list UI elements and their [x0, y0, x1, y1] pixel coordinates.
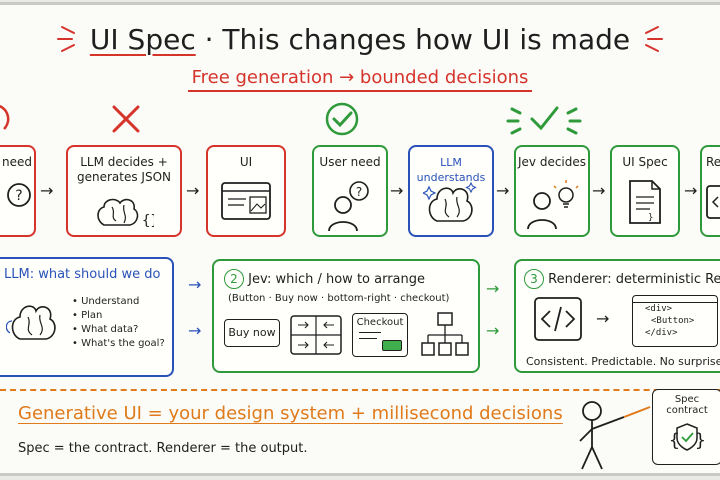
panel-renderer-tagline: Consistent. Predictable. No surprises.	[526, 355, 720, 368]
status-marks	[0, 102, 582, 136]
x-mark-icon	[112, 105, 140, 133]
step-need-label: need	[2, 155, 32, 169]
spec-contract-note: Spec contract { }	[652, 389, 720, 465]
step-llm-understands: LLM understands	[408, 145, 494, 237]
svg-text:?: ?	[15, 188, 22, 204]
step-llm-understands-label: LLM understands	[416, 156, 486, 184]
bottom-tagline: Spec = the contract. Renderer = the outp…	[18, 441, 308, 456]
step-number-badge: 3	[524, 269, 544, 289]
svg-text:?: ?	[356, 185, 362, 199]
step-user-need: User need ?	[312, 145, 388, 237]
check-mark-highlight-icon	[506, 106, 582, 135]
checkout-label: Checkout	[356, 317, 404, 328]
step-number-badge: 2	[224, 269, 244, 289]
line-placeholder	[359, 332, 381, 333]
code-window-icon	[534, 297, 582, 341]
step-ui-label: UI	[239, 155, 253, 169]
code-line: </div>	[645, 328, 678, 338]
panel-renderer-header: 3 Renderer: deterministic React/H	[524, 269, 720, 289]
checkout-card: Checkout	[352, 313, 408, 357]
bullet-item: Understand	[72, 295, 165, 309]
arrow: →	[496, 181, 510, 200]
arrow: →	[186, 181, 200, 200]
bottom-headline: Generative UI = your design system + mil…	[18, 403, 563, 424]
panel-llm-bullets: Understand Plan What data? What's the go…	[72, 295, 165, 351]
buy-now-button: Buy now	[224, 319, 280, 347]
document-icon: }	[629, 180, 661, 224]
window-titlebar	[633, 296, 717, 303]
step-jev-decides: Jev decides	[514, 145, 590, 237]
question-bubble-icon: ?	[7, 183, 31, 207]
page-title: UI Spec · This changes how UI is made	[89, 23, 631, 56]
partial-red-circle	[0, 104, 10, 130]
panel-renderer-title: Renderer: deterministic React/H	[548, 272, 720, 287]
subtitle-text: Free generation → bounded decisions	[187, 67, 533, 92]
title-ui-spec: UI Spec	[89, 23, 196, 56]
panel-jev: 2 Jev: which / how to arrange (Button · …	[212, 259, 480, 373]
panel-renderer: 3 Renderer: deterministic React/H → <div…	[514, 259, 720, 373]
check-mark-icon	[325, 102, 359, 136]
title-rest: This changes how UI is made	[222, 23, 631, 56]
step-need: need ?	[0, 145, 36, 237]
window-icon	[706, 185, 720, 219]
bullet-item: Plan	[72, 309, 165, 323]
svg-text:{: {	[669, 430, 680, 451]
browser-window-icon	[221, 182, 271, 220]
step-llm-decides: LLM decides + generates JSON {}	[66, 145, 182, 237]
code-line: <Button>	[651, 316, 695, 326]
title-accent-rays	[57, 26, 663, 52]
brain-json-icon: {}	[97, 198, 154, 229]
panel-jev-title: Jev: which / how to arrange	[248, 272, 426, 287]
step-ui: UI	[206, 145, 286, 237]
render-output-window: <div> <Button> </div>	[632, 295, 718, 347]
arrow: →	[390, 181, 404, 200]
svg-text:{}: {}	[142, 213, 154, 229]
panel-llm: LLM: what should we do Understand Plan W…	[0, 257, 174, 377]
arrow: →	[40, 181, 54, 200]
svg-text:}: }	[695, 430, 705, 451]
code-line: <div>	[645, 304, 673, 314]
panel-jev-header: 2 Jev: which / how to arrange	[224, 269, 425, 289]
divider-dashed	[0, 389, 720, 391]
step-renderer-partial: Re	[700, 145, 720, 237]
shield-check-icon: { }	[669, 423, 706, 451]
step-renderer-label: Re	[706, 155, 720, 169]
brain-icon	[423, 181, 477, 222]
spec-contract-label: Spec contract	[666, 394, 708, 416]
svg-text:}: }	[648, 213, 653, 223]
tree-layout-icon	[421, 312, 469, 356]
subtitle: Free generation → bounded decisions	[0, 67, 720, 92]
arrow: →	[596, 309, 610, 328]
bullet-item: What data?	[72, 323, 165, 337]
arrow-blue: →	[188, 321, 202, 340]
step-user-need-label: User need	[319, 155, 381, 169]
step-ui-spec-label: UI Spec	[622, 155, 668, 169]
stick-figure-presenter	[579, 401, 651, 470]
arrow-green: →	[486, 321, 500, 340]
panel-jev-sub: (Button · Buy now · bottom-right · check…	[228, 293, 450, 304]
step-ui-spec: UI Spec }	[610, 145, 680, 237]
brain-icon	[6, 305, 56, 340]
panel-llm-header: LLM: what should we do	[4, 267, 161, 282]
bullet-item: What's the goal?	[72, 337, 165, 351]
step-llm-decides-label: LLM decides + generates JSON	[76, 155, 171, 184]
arrow-blue: →	[188, 275, 202, 294]
line-placeholder	[359, 338, 377, 339]
arrow: →	[684, 181, 698, 200]
person-lightbulb-icon	[527, 180, 579, 230]
arrow-green: →	[486, 279, 500, 298]
green-button-swatch	[382, 340, 402, 351]
grid-arrows-icon	[290, 315, 342, 355]
person-question-icon: ?	[328, 181, 369, 232]
arrow: →	[592, 181, 606, 200]
step-jev-decides-label: Jev decides	[517, 155, 587, 169]
